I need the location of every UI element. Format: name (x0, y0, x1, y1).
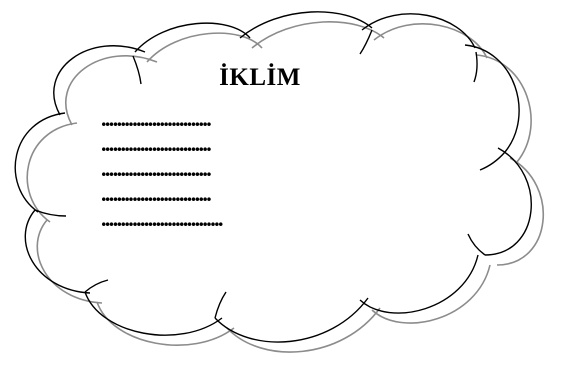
answer-line-1[interactable]: ............................ (101, 106, 212, 131)
answer-line-5[interactable]: ............................... (101, 206, 224, 231)
answer-line-4[interactable]: ............................ (101, 181, 212, 206)
answer-lines: ............................ ...........… (101, 106, 224, 231)
cloud-main-outline (14, 11, 532, 343)
answer-line-3[interactable]: ............................ (101, 156, 212, 181)
answer-line-2[interactable]: ............................ (101, 131, 212, 156)
cloud-title: İKLİM (219, 64, 301, 91)
